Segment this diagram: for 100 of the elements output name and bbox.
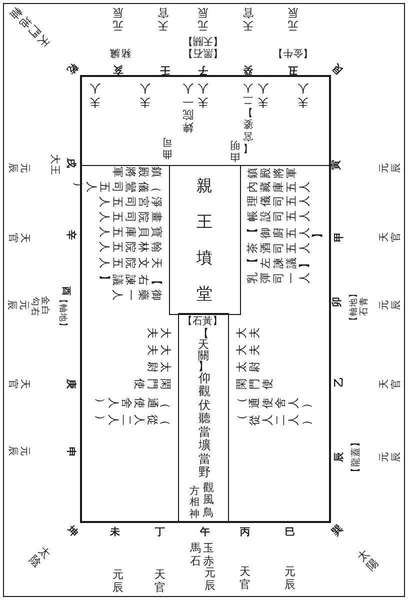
compass-character: 壬 [160, 63, 170, 75]
official-label: 大夫 [146, 344, 172, 356]
compass-character: 丁 [154, 527, 166, 539]
official-label: 茶酒司五人 [246, 242, 311, 254]
official-label: 夫人 [196, 81, 210, 109]
offering-label: 馬玉 [190, 542, 216, 554]
bracketed-label: 【軸地】 [58, 295, 66, 331]
official-label: 夫人 [138, 81, 152, 109]
deity-label: 天官 [6, 232, 30, 244]
compass-character: 辰 [334, 452, 346, 462]
compass-character: 丑 [288, 63, 298, 75]
offering-label: 勾右 [30, 297, 38, 317]
trigram-character: 艮 [330, 60, 346, 76]
bracketed-label: 【天關】 [197, 328, 209, 372]
bracketed-label: 【天關】 [183, 35, 223, 45]
compass-character: 巳 [284, 527, 296, 539]
bracketed-label: 【左諫議】 [246, 256, 311, 270]
compass-character: 甲 [334, 232, 346, 242]
compass-character: 申 [64, 446, 76, 458]
official-label: 天文院五人 [98, 256, 163, 270]
compass-character: 子 [198, 63, 208, 75]
official-label: （通使舍人） [94, 396, 172, 410]
compass-character: 寅 [331, 160, 343, 170]
deity-label: 元辰 [112, 6, 124, 32]
compass-character: 戌 [64, 158, 76, 168]
bracketed-label: 【龍蓋】 [351, 437, 361, 477]
compass-character: 乙 [334, 376, 346, 388]
compass-character: 午 [200, 527, 210, 539]
corner-label: 天門地軸 [7, 4, 53, 50]
official-label: （從人二人） [235, 414, 313, 426]
official-label: 【宮婆】二人 [242, 81, 254, 153]
official-label: 太尉 [146, 360, 172, 374]
bracketed-label: 【御廚五人】 [246, 226, 324, 240]
offering-label: 豬臟 [109, 47, 131, 57]
offering-label: 由明 [230, 138, 240, 162]
deity-label: 元辰 [196, 6, 210, 32]
compass-character: 丙 [240, 527, 250, 539]
deity-label: 天官 [154, 568, 166, 594]
compass-character: 庚 [64, 378, 76, 390]
deity-label: 天官 [6, 378, 30, 390]
figurine-list: 觀風鳥 [202, 482, 215, 519]
bracketed-label: 【石黃】 [182, 316, 222, 326]
bracketed-label: 【軸地】 [350, 289, 358, 325]
official-label: 帳設司五人 [246, 210, 311, 222]
hall-title: 親王墳堂 [196, 174, 214, 304]
official-label: 御藥一人 [111, 288, 163, 302]
official-label: 淨宮司五人 [98, 196, 163, 208]
offering-label: 曲司 [162, 135, 172, 159]
official-label: 婢院一人 [182, 82, 194, 134]
compass-character: 亥 [112, 63, 124, 75]
official-label: （從人二人） [94, 414, 172, 426]
figurine-list: 方相神 [189, 486, 200, 520]
official-label: 閑門使 [235, 378, 274, 390]
bracketed-label: 【黑石】 [183, 47, 223, 57]
passage-box [178, 313, 229, 521]
deity-label: 元辰 [284, 565, 296, 591]
compass-character: 辛 [64, 230, 76, 240]
official-label: 大夫 [235, 326, 261, 340]
bracketed-label: 【金牛】 [273, 47, 313, 57]
offering-label: 金白 [40, 296, 48, 316]
official-label: （通使舍人） [235, 396, 313, 410]
deity-label: 元辰 [112, 568, 124, 594]
corner-label: 太陰 [26, 544, 54, 570]
deity-label: 天官 [242, 6, 254, 32]
deity-label: 元辰 [6, 446, 30, 456]
compass-character: 卯 [332, 296, 344, 308]
deity-label: 元辰 [379, 452, 403, 462]
corner-label: 太陽 [354, 546, 382, 574]
trigram-character: 乾 [64, 60, 80, 76]
official-label: 大夫 [235, 344, 261, 356]
official-label: 大夫 [146, 326, 172, 340]
trigram-character: 巽 [330, 522, 346, 540]
deity-label: 元辰 [5, 300, 29, 310]
deity-label: 天官 [379, 378, 403, 390]
deity-label: 天官 [238, 565, 252, 591]
official-label: 鎮殿將軍 [246, 166, 298, 180]
bracketed-label: 【右諫議】 [98, 274, 163, 286]
deity-label: 元辰 [379, 300, 403, 310]
deity-label: 元辰 [379, 162, 403, 174]
official-label: 鎮殿將軍 [111, 166, 163, 178]
deity-label: 天官 [156, 6, 170, 32]
deity-label: 元辰 [204, 566, 216, 592]
figurine-list: 仰觀伏聽當壙當野 [198, 372, 212, 480]
deity-label: 大王 [49, 154, 59, 176]
offering-label: 石赤 [190, 556, 216, 566]
official-label: 內藏庫五人 [246, 180, 311, 194]
offering-label: 石青 [360, 296, 370, 316]
official-label: 太尉 [235, 360, 261, 374]
deity-label: 天官 [379, 232, 403, 242]
compass-character: 癸 [242, 63, 254, 75]
deity-label: 元辰 [6, 162, 30, 174]
official-label: 夫人 [296, 81, 310, 109]
compass-character: 酉 [60, 286, 70, 296]
deity-label: 元辰 [286, 6, 300, 32]
official-label: 夫人 [88, 81, 102, 109]
hall-box [169, 165, 241, 315]
trigram-character: 坤 [64, 524, 80, 540]
compass-character: 未 [110, 527, 120, 539]
official-label: 夫人 [256, 81, 270, 109]
official-label: 閑門使 [133, 378, 172, 390]
